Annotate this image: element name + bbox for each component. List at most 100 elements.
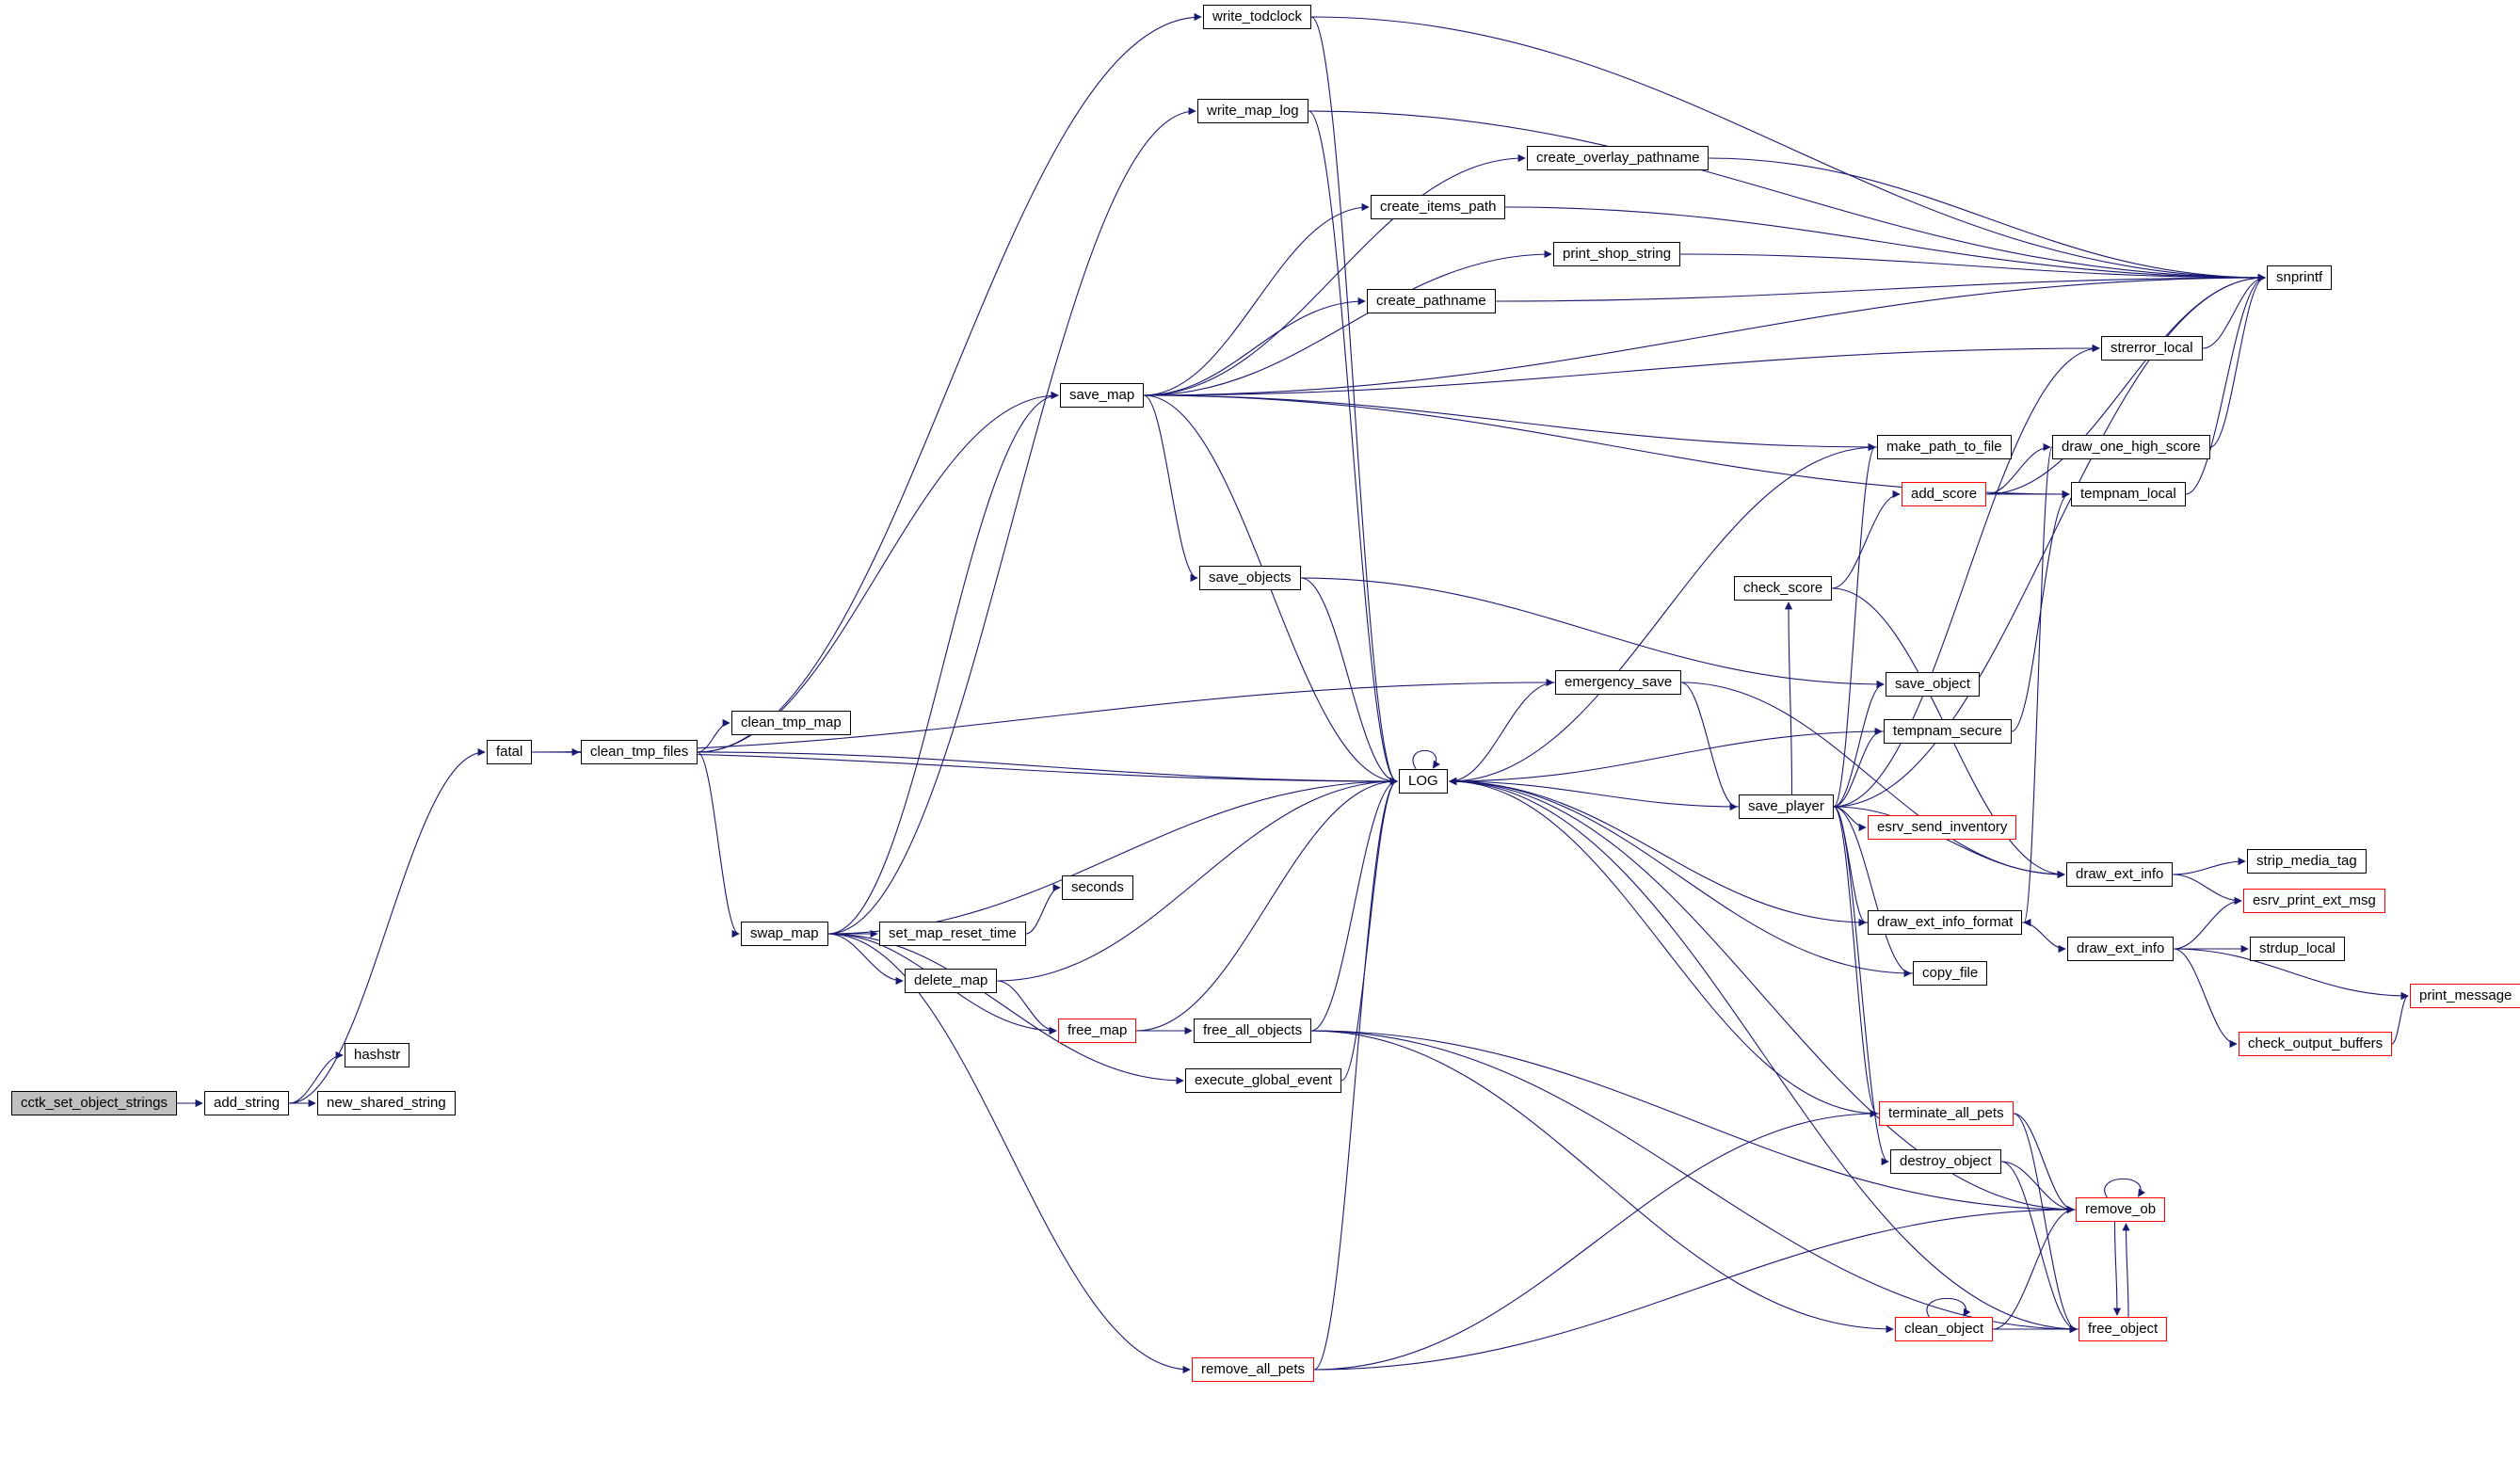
edge-LOG-to-LOG	[1412, 749, 1440, 770]
node-seconds[interactable]: seconds	[1062, 875, 1133, 900]
edge-remove_all_pets-to-LOG	[1313, 778, 1398, 1371]
edge-free_object-to-remove_ob	[2122, 1223, 2130, 1318]
edge-write_map_log-to-snprintf	[1308, 110, 2266, 282]
node-free_map[interactable]: free_map	[1058, 1019, 1137, 1043]
edge-write_map_log-to-LOG	[1308, 110, 1398, 785]
node-add_score[interactable]: add_score	[1902, 482, 1987, 506]
edge-save_map-to-strerror_local	[1143, 344, 2100, 396]
edge-clean_tmp_files-to-write_todclock	[697, 12, 1202, 753]
edge-save_player-to-destroy_object	[1833, 806, 1889, 1166]
edge-save_player-to-draw_ext_info_format	[1833, 806, 1867, 927]
node-strdup_local[interactable]: strdup_local	[2250, 937, 2345, 961]
node-remove_ob[interactable]: remove_ob	[2076, 1197, 2166, 1222]
node-print_message[interactable]: print_message	[2410, 984, 2520, 1008]
node-save_map[interactable]: save_map	[1060, 383, 1145, 408]
edge-check_output_buffers-to-print_message	[2391, 991, 2409, 1045]
node-execute_global_event[interactable]: execute_global_event	[1185, 1068, 1341, 1093]
edge-draw_ext_info_a-to-esrv_print_ext_msg	[2172, 874, 2242, 906]
edge-swap_map-to-LOG	[827, 777, 1398, 935]
node-print_shop_string[interactable]: print_shop_string	[1553, 242, 1681, 266]
edge-delete_map-to-free_map	[996, 980, 1057, 1035]
node-draw_ext_info_format[interactable]: draw_ext_info_format	[1868, 910, 2023, 935]
node-free_all_objects[interactable]: free_all_objects	[1194, 1019, 1312, 1043]
edge-create_pathname-to-snprintf	[1495, 273, 2266, 302]
edge-save_player-to-draw_ext_info_a	[1833, 806, 2065, 879]
node-strip_media_tag[interactable]: strip_media_tag	[2247, 849, 2367, 874]
node-fatal[interactable]: fatal	[487, 740, 533, 764]
edge-draw_one_high_score-to-draw_ext_info_format	[2023, 446, 2053, 926]
node-draw_ext_info_a[interactable]: draw_ext_info	[2066, 862, 2174, 887]
edge-free_all_objects-to-LOG	[1310, 777, 1398, 1032]
edge-copy_file-to-LOG	[1449, 777, 1914, 974]
node-snprintf[interactable]: snprintf	[2267, 265, 2333, 290]
node-swap_map[interactable]: swap_map	[741, 922, 828, 946]
edge-remove_ob-to-remove_ob	[2104, 1178, 2145, 1198]
edge-save_objects-to-save_object	[1300, 577, 1885, 689]
edge-clean_tmp_files-to-swap_map	[697, 751, 740, 939]
node-create_overlay_pathname[interactable]: create_overlay_pathname	[1527, 146, 1709, 170]
node-esrv_send_inventory[interactable]: esrv_send_inventory	[1868, 815, 2017, 840]
edge-emergency_save-to-save_player	[1680, 682, 1738, 811]
edge-destroy_object-to-remove_ob	[2000, 1161, 2075, 1214]
node-emergency_save[interactable]: emergency_save	[1555, 670, 1682, 695]
node-make_path_to_file[interactable]: make_path_to_file	[1877, 435, 2012, 459]
edge-clean_tmp_files-to-clean_tmp_map	[697, 718, 730, 753]
node-clean_tmp_files[interactable]: clean_tmp_files	[581, 740, 698, 764]
node-save_objects[interactable]: save_objects	[1199, 566, 1301, 590]
node-free_object[interactable]: free_object	[2079, 1317, 2168, 1341]
node-draw_ext_info_b[interactable]: draw_ext_info	[2067, 937, 2175, 961]
edge-swap_map-to-execute_global_event	[827, 933, 1184, 1085]
node-save_player[interactable]: save_player	[1739, 794, 1834, 819]
edge-terminate_all_pets-to-free_object	[2013, 1113, 2078, 1334]
edge-draw_ext_info_b-to-esrv_print_ext_msg	[2173, 896, 2242, 950]
node-terminate_all_pets[interactable]: terminate_all_pets	[1879, 1101, 2014, 1126]
edge-clean_object-to-remove_ob	[1992, 1205, 2075, 1330]
edge-add_score-to-snprintf	[1985, 273, 2266, 495]
edge-save_player-to-esrv_send_inventory	[1833, 806, 1867, 832]
node-copy_file[interactable]: copy_file	[1913, 961, 1988, 986]
node-clean_tmp_map[interactable]: clean_tmp_map	[731, 711, 851, 735]
edge-make_path_to_file-to-LOG	[1449, 446, 1878, 786]
node-write_map_log[interactable]: write_map_log	[1197, 99, 1308, 123]
node-write_todclock[interactable]: write_todclock	[1203, 5, 1312, 29]
edge-destroy_object-to-free_object	[2000, 1161, 2078, 1334]
node-check_output_buffers[interactable]: check_output_buffers	[2239, 1032, 2393, 1056]
edge-free_all_objects-to-remove_ob	[1310, 1030, 2075, 1214]
edge-save_player-to-check_score	[1784, 602, 1793, 795]
edge-save_player-to-strerror_local	[1833, 344, 2100, 808]
node-clean_object[interactable]: clean_object	[1895, 1317, 1994, 1341]
edge-terminate_all_pets-to-LOG	[1449, 777, 1880, 1115]
node-LOG[interactable]: LOG	[1399, 769, 1448, 794]
node-cctk_set_object_strings[interactable]: cctk_set_object_strings	[11, 1091, 177, 1115]
edge-swap_map-to-save_map	[827, 391, 1059, 935]
edge-save_map-to-snprintf	[1143, 273, 2266, 396]
edge-remove_ob-to-LOG	[1449, 777, 2077, 1211]
node-set_map_reset_time[interactable]: set_map_reset_time	[879, 922, 1026, 946]
edge-save_player-to-terminate_all_pets	[1833, 806, 1878, 1117]
edge-add_score-to-draw_one_high_score	[1985, 442, 2051, 495]
node-create_pathname[interactable]: create_pathname	[1367, 289, 1496, 313]
node-remove_all_pets[interactable]: remove_all_pets	[1192, 1357, 1315, 1382]
node-draw_one_high_score[interactable]: draw_one_high_score	[2052, 435, 2210, 459]
edge-write_todclock-to-LOG	[1310, 16, 1398, 785]
edge-draw_ext_info_b-to-check_output_buffers	[2173, 948, 2238, 1049]
node-esrv_print_ext_msg[interactable]: esrv_print_ext_msg	[2243, 889, 2385, 913]
node-strerror_local[interactable]: strerror_local	[2101, 336, 2203, 361]
edge-delete_map-to-LOG	[996, 777, 1398, 982]
edge-save_objects-to-LOG	[1300, 577, 1398, 786]
edge-clean_object-to-clean_object	[1926, 1297, 1971, 1318]
node-save_object[interactable]: save_object	[1886, 672, 1981, 697]
node-new_shared_string[interactable]: new_shared_string	[317, 1091, 456, 1115]
node-add_string[interactable]: add_string	[204, 1091, 290, 1115]
node-hashstr[interactable]: hashstr	[345, 1043, 410, 1067]
node-create_items_path[interactable]: create_items_path	[1371, 195, 1506, 219]
node-delete_map[interactable]: delete_map	[905, 969, 998, 993]
node-destroy_object[interactable]: destroy_object	[1890, 1149, 2001, 1174]
edge-terminate_all_pets-to-remove_ob	[2013, 1113, 2075, 1214]
edge-swap_map-to-write_map_log	[827, 106, 1196, 935]
node-tempnam_secure[interactable]: tempnam_secure	[1884, 719, 2012, 744]
node-tempnam_local[interactable]: tempnam_local	[2071, 482, 2186, 506]
node-check_score[interactable]: check_score	[1734, 576, 1833, 601]
edge-save_player-to-save_object	[1833, 680, 1885, 808]
